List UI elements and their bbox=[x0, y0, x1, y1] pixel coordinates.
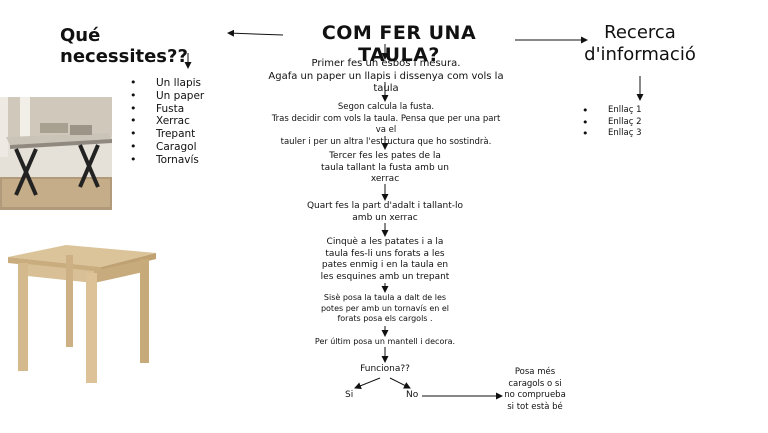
research-heading: Recerca d'informació bbox=[578, 22, 702, 66]
decision-yes: Si bbox=[345, 390, 354, 400]
link-item[interactable]: Enllaç 1 bbox=[582, 105, 682, 117]
no-result-line: Posa més bbox=[514, 367, 556, 377]
page-title: COM FER UNA TAULA? bbox=[321, 22, 477, 66]
step-6: Sisè posa la taula a dalt de les potes p… bbox=[315, 293, 455, 325]
arrow-title-to-needs bbox=[227, 29, 284, 37]
step-4-line: Quart fes la part d'adalt i tallant-lo bbox=[306, 201, 464, 211]
list-item: Tornavís bbox=[130, 154, 250, 167]
needs-list: Un llapis Un paper Fusta Xerrac Trepant … bbox=[130, 77, 250, 167]
step-3-line: taula tallant la fusta amb un bbox=[321, 162, 449, 173]
no-result-line: si tot està bé bbox=[507, 401, 563, 412]
step-4: Quart fes la part d'adalt i tallant-lo a… bbox=[300, 201, 470, 224]
link-item[interactable]: Enllaç 3 bbox=[582, 128, 682, 140]
step-2-line: Segon calcula la fusta. bbox=[337, 102, 435, 112]
step-6-line: potes per amb un tornavís en el bbox=[320, 303, 450, 313]
no-result-line: caragols o si bbox=[508, 378, 562, 389]
step-2: Segon calcula la fusta. Tras decidir com… bbox=[268, 102, 504, 148]
step-5-line: Cinquè a les patates i a la bbox=[326, 237, 444, 247]
step-4-line: amb un xerrac bbox=[352, 212, 418, 223]
list-item: Un paper bbox=[130, 90, 250, 103]
step-5-line: pates enmig i en la taula en bbox=[321, 260, 449, 270]
step-2-line: tauler i per un altra l'estructura que h… bbox=[280, 136, 492, 147]
table-photo-wood bbox=[8, 245, 156, 383]
list-item: Xerrac bbox=[130, 115, 250, 128]
step-1-line: Agafa un paper un llapis i dissenya com … bbox=[268, 70, 504, 95]
step-1: Primer fes un esbós i mesura. Agafa un p… bbox=[268, 58, 504, 96]
list-item: Fusta bbox=[130, 103, 250, 116]
research-heading-line2: d'informació bbox=[584, 44, 696, 65]
table-photo-industrial bbox=[0, 97, 112, 210]
needs-heading: Qué necessites?? bbox=[60, 25, 188, 67]
research-heading-line1: Recerca bbox=[604, 22, 676, 43]
step-3-line: Tercer fes les pates de la bbox=[329, 151, 441, 161]
step-2-line: Tras decidir com vols la taula. Pensa qu… bbox=[271, 113, 501, 136]
step-6-line: Sisè posa la taula a dalt de les bbox=[323, 293, 447, 302]
links-list: Enllaç 1 Enllaç 2 Enllaç 3 bbox=[582, 105, 682, 140]
arrow-decision-to-yes bbox=[354, 377, 381, 390]
no-result-line: no comprueba bbox=[504, 390, 566, 400]
decision-no: No bbox=[406, 390, 419, 400]
link-item[interactable]: Enllaç 2 bbox=[582, 117, 682, 129]
step-5-line: les esquines amb un trepant bbox=[320, 271, 450, 282]
no-result: Posa més caragols o si no comprueba si t… bbox=[490, 367, 580, 413]
decision-question: Funciona?? bbox=[360, 364, 410, 374]
step-3-line: xerrac bbox=[370, 174, 400, 184]
step-7: Per últim posa un mantell i decora. bbox=[314, 337, 456, 346]
list-item: Trepant bbox=[130, 128, 250, 141]
step-3: Tercer fes les pates de la taula tallant… bbox=[310, 151, 460, 186]
list-item: Caragol bbox=[130, 141, 250, 154]
step-1-line: Primer fes un esbós i mesura. bbox=[311, 58, 461, 69]
step-5-line: taula fes-li uns forats a les bbox=[325, 248, 445, 259]
arrow-decision-to-no bbox=[389, 377, 411, 389]
step-6-line: forats posa els cargols . bbox=[337, 314, 433, 323]
step-5: Cinquè a les patates i a la taula fes-li… bbox=[315, 237, 455, 283]
list-item: Un llapis bbox=[130, 77, 250, 90]
